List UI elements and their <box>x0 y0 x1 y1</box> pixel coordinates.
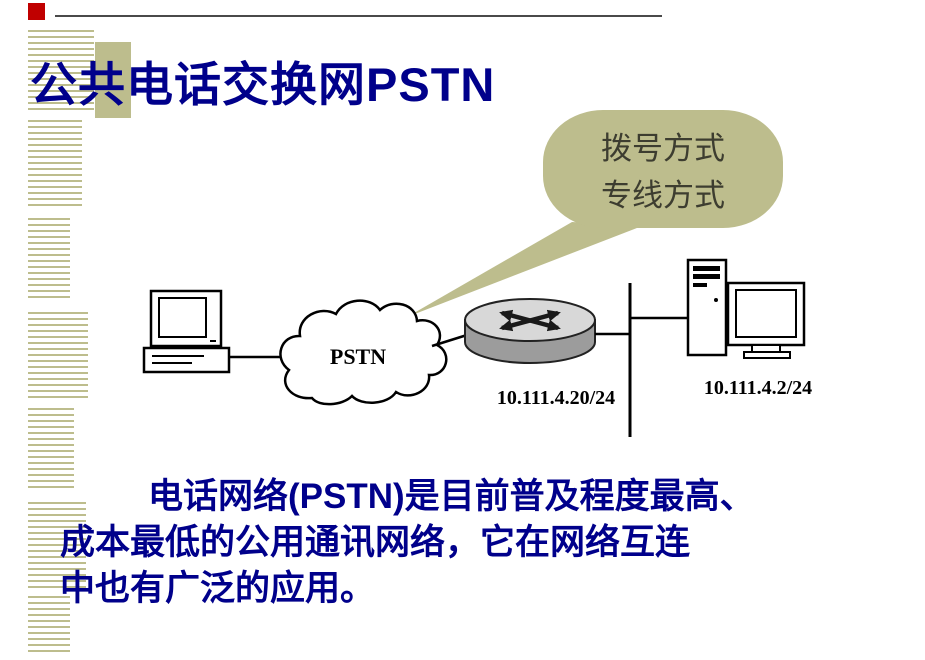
callout-line-1: 拨号方式 <box>601 131 725 166</box>
callout-line-2: 专线方式 <box>601 178 725 213</box>
router-ip-label: 10.111.4.20/24 <box>497 387 615 409</box>
server-pc-icon <box>686 258 806 359</box>
body-line: 成本最低的公用通讯网络，它在网络互连 <box>60 523 691 563</box>
pstn-cloud <box>279 299 448 406</box>
body-line: 电话网络(PSTN)是目前普及程度最高、 <box>148 477 755 516</box>
left-stripe-block <box>28 218 70 302</box>
body-line: 中也有广泛的应用。 <box>60 569 376 609</box>
client-pc-icon <box>142 289 231 374</box>
left-stripe-block <box>28 502 86 588</box>
router-icon <box>464 298 596 364</box>
host-ip-label: 10.111.4.2/24 <box>704 377 812 399</box>
callout-tail <box>407 222 642 317</box>
left-stripe-block <box>28 30 94 112</box>
left-stripe-block <box>28 312 88 398</box>
top-rule-line <box>55 15 662 17</box>
body-text: 电话网络(PSTN)是目前普及程度最高、 成本最低的公用通讯网络，它在网络互连 … <box>60 474 900 613</box>
callout-bubble: 拨号方式 专线方式 <box>543 110 783 228</box>
left-stripe-block <box>28 596 70 654</box>
red-accent-square <box>28 3 45 20</box>
page-title: 公共电话交换网PSTN <box>30 58 496 111</box>
cloud-label: PSTN <box>330 344 386 369</box>
left-stripe-block <box>28 120 82 208</box>
link-cloud-router <box>431 333 468 348</box>
title-accent-bar <box>95 42 131 118</box>
left-stripe-block <box>28 408 74 492</box>
